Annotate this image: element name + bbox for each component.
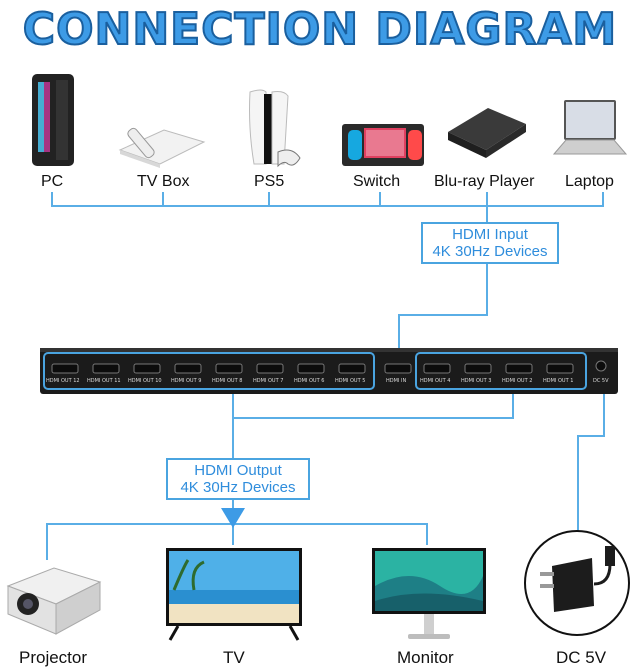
port-label: HDMI OUT 12: [46, 378, 80, 384]
port-label: HDMI OUT 7: [253, 378, 283, 384]
bluray-player-icon: [448, 108, 526, 158]
input-callout-line1: HDMI Input: [452, 226, 528, 243]
port-label: HDMI OUT 8: [212, 378, 242, 384]
port-label: HDMI OUT 1: [543, 378, 573, 384]
port-label: HDMI OUT 2: [502, 378, 532, 384]
output-callout-line1: HDMI Output: [194, 462, 282, 479]
input-callout-line2: 4K 30Hz Devices: [432, 243, 548, 260]
output-label-monitor: Monitor: [397, 648, 454, 667]
input-label-laptop: Laptop: [565, 173, 614, 190]
input-label-pc: PC: [41, 173, 64, 190]
output-label-projector: Projector: [19, 648, 88, 667]
input-label-switch: Switch: [353, 173, 401, 190]
port-label: HDMI OUT 9: [171, 378, 201, 384]
port-label: HDMI OUT 5: [335, 378, 365, 384]
port-label: HDMI OUT 11: [87, 378, 121, 384]
laptop-icon: [552, 100, 628, 155]
tv-box-icon: [118, 127, 206, 168]
input-label-ps5: PS5: [254, 173, 285, 190]
port-label: HDMI OUT 6: [294, 378, 324, 384]
switch-console-icon: [342, 124, 424, 166]
page-title: CONNECTION DIAGRAM: [22, 3, 618, 56]
port-label: HDMI OUT 3: [461, 378, 491, 384]
output-label-dc5v: DC 5V: [556, 648, 607, 667]
hdmi-splitter: HDMI OUT 12 HDMI OUT 11 HDMI OUT 10 HDMI…: [40, 348, 618, 394]
input-label-tv-box: TV Box: [137, 173, 190, 190]
ps5-console-icon: [249, 89, 301, 168]
input-callout: HDMI Input 4K 30Hz Devices: [421, 222, 559, 264]
tv-icon: [166, 548, 302, 641]
port-label: HDMI OUT 4: [420, 378, 450, 384]
port-label: DC 5V: [593, 378, 609, 384]
input-label-bluray: Blu-ray Player: [434, 173, 535, 190]
output-callout: HDMI Output 4K 30Hz Devices: [166, 458, 310, 500]
output-callout-line2: 4K 30Hz Devices: [180, 479, 296, 496]
power-adapter-icon: [524, 530, 630, 636]
port-label: HDMI IN: [386, 378, 406, 384]
output-label-tv: TV: [223, 648, 245, 667]
projector-icon: [6, 567, 102, 635]
monitor-icon: [372, 548, 486, 639]
port-label: HDMI OUT 10: [128, 378, 162, 384]
pc-tower-icon: [32, 74, 74, 166]
